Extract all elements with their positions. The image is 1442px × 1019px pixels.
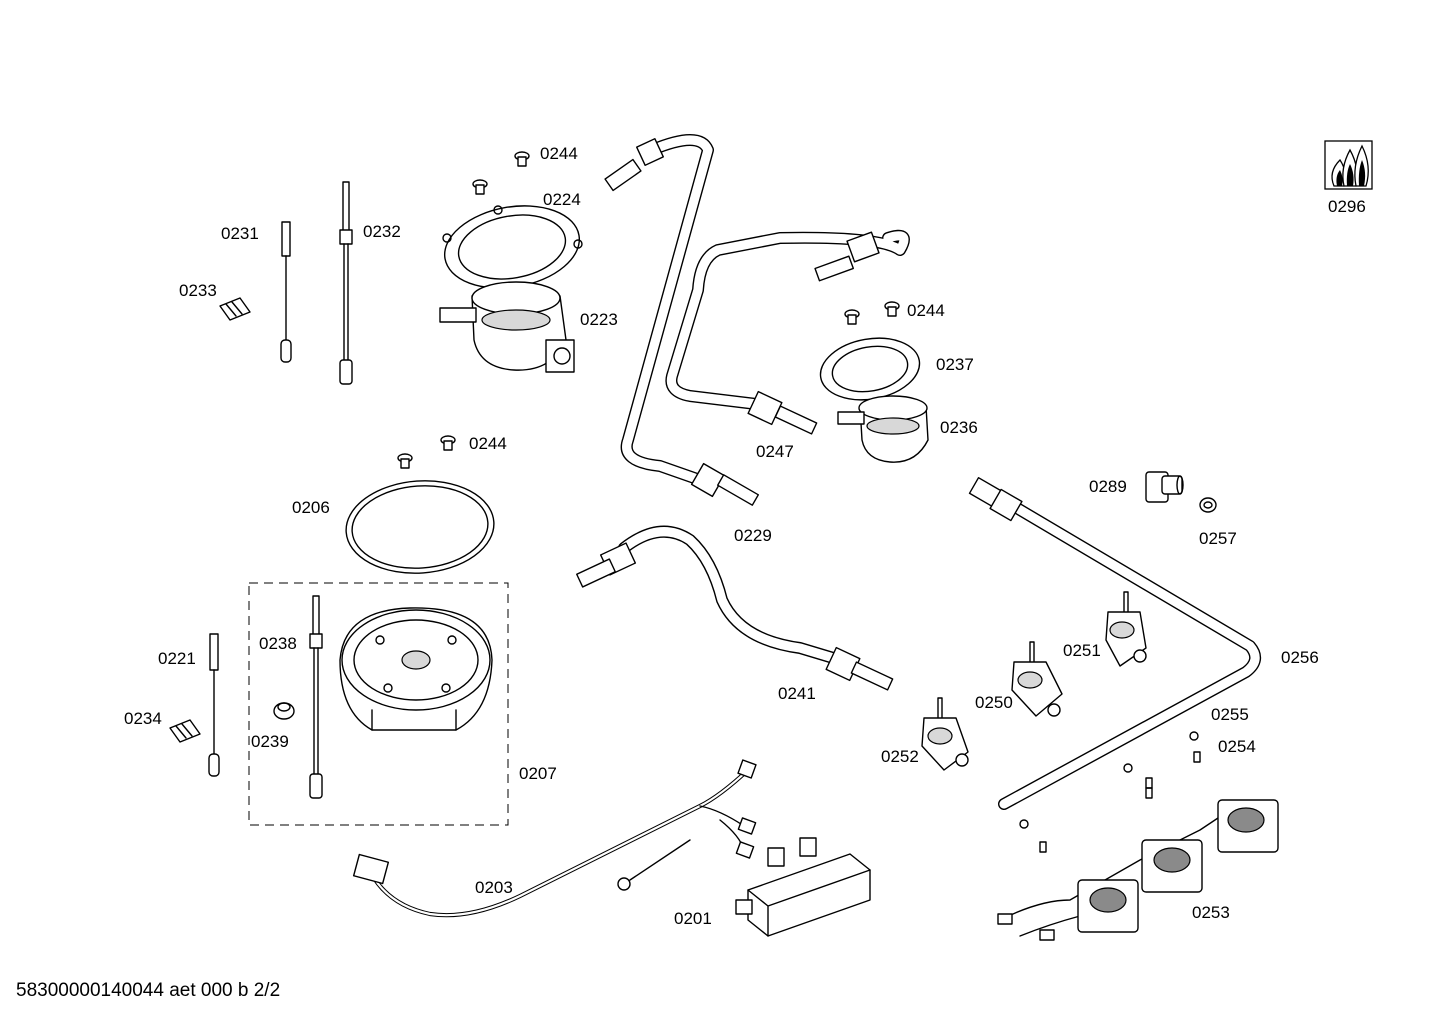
label-0289: 0289 [1089,477,1127,496]
label-0229: 0229 [734,526,772,545]
gas-valve-0251 [1105,591,1147,667]
label-0252: 0252 [881,747,919,766]
screw-0244-c [397,435,456,469]
label-0238: 0238 [259,634,297,653]
washer-0257 [1199,497,1217,513]
thermocouple-0221 [208,633,220,777]
document-footer-id: 58300000140044 aet 000 b 2/2 [16,980,281,1001]
gas-valve-0250 [1011,641,1063,717]
label-0206: 0206 [292,498,330,517]
label-0253: 0253 [1192,903,1230,922]
burner-assembly-0207 [248,582,509,826]
label-0254: 0254 [1218,737,1256,756]
label-0224: 0224 [543,190,581,209]
label-0236: 0236 [940,418,978,437]
clip-0233 [219,297,251,321]
label-0233: 0233 [179,281,217,300]
electrode-0238 [309,595,323,799]
burner-housing-0223 [439,281,575,373]
label-0237: 0237 [936,355,974,374]
label-0296: 0296 [1328,197,1366,216]
ignition-electrode-0232 [339,181,353,385]
label-0234: 0234 [124,709,162,728]
elbow-fitting-0289 [1145,471,1184,503]
nut-0239 [273,702,295,720]
gas-flame-icon [1324,140,1373,190]
label-0244-c: 0244 [469,434,507,453]
gas-pipe-0229 [604,134,760,506]
label-0223: 0223 [580,310,618,329]
label-0255: 0255 [1211,705,1249,724]
gas-pipe-0256 [968,477,1262,810]
terminal-block-0201 [735,837,871,937]
gas-pipe-0241 [576,525,894,691]
ignition-switches-0253 [997,799,1279,941]
burner-housing-0236 [837,395,929,463]
label-0221: 0221 [158,649,196,668]
label-0232: 0232 [363,222,401,241]
screw-0244-a [472,151,530,195]
gas-valve-0252 [921,697,969,771]
label-0257: 0257 [1199,529,1237,548]
label-0256: 0256 [1281,648,1319,667]
label-0250: 0250 [975,693,1013,712]
label-0207: 0207 [519,764,557,783]
clip-spring-0255 [1019,731,1199,829]
wiring-harness-0203 [352,759,757,918]
clip-0234 [169,719,201,743]
gasket-0224 [442,205,583,289]
label-0251: 0251 [1063,641,1101,660]
seal-ring-0206 [345,480,495,574]
gasket-0237 [819,337,921,401]
label-0201: 0201 [674,909,712,928]
label-0231: 0231 [221,224,259,243]
label-0244-a: 0244 [540,144,578,163]
spring-0254 [1039,751,1201,853]
screw-0244-b [844,301,900,325]
label-0239: 0239 [251,732,289,751]
label-0241: 0241 [778,684,816,703]
label-0203: 0203 [475,878,513,897]
label-0244-b: 0244 [907,301,945,320]
label-0247: 0247 [756,442,794,461]
thermocouple-0231 [280,221,292,363]
gas-pipe-0247 [665,229,910,435]
